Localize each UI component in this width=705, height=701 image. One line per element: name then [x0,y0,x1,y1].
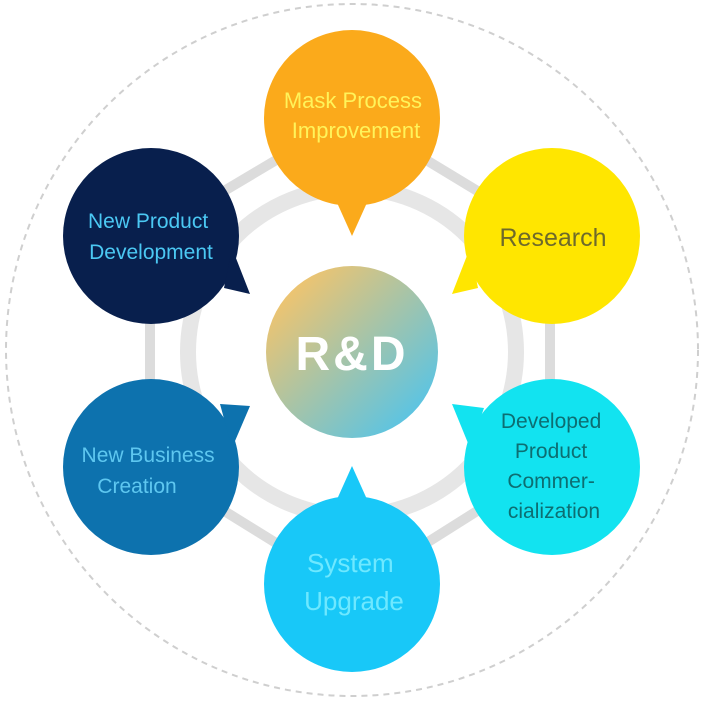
node-new-business-creation: New Business Creation [63,379,250,555]
mask-label-line: Mask Process [284,88,422,113]
business-label-line: Creation [97,475,176,498]
research-bubble-pointer [452,248,478,294]
research-label: Research [500,224,607,252]
system-bubble [264,496,440,672]
newproduct-label-line: New Product [88,210,208,233]
mask-label-line: Improvement [292,118,420,143]
system-bubble-pointer [334,466,370,506]
research-label-line: Research [500,224,607,252]
center-circle [266,266,438,438]
node-new-product-development: New Product Development [63,148,250,324]
newproduct-bubble [63,148,239,324]
business-bubble [63,379,239,555]
developed-bubble-pointer [452,404,484,448]
newproduct-bubble-pointer [224,248,250,294]
center-label: R&D [296,328,409,381]
node-mask-process-improvement: Mask Process Improvement [264,30,440,236]
node-research: Research [452,148,640,324]
developed-label-line: Developed [501,410,601,433]
research-bubble [464,148,640,324]
system-label-line: System [307,548,394,578]
mask-bubble-pointer [334,196,370,236]
business-label: New Business Creation [82,444,221,498]
node-developed-product-commercialization: Developed Product Commer- cialization [452,379,640,555]
newproduct-label-line: Development [89,241,213,264]
developed-label: Developed Product Commer- cialization [501,410,607,523]
business-bubble-pointer [220,404,250,448]
system-label-line: Upgrade [304,586,404,616]
developed-bubble [464,379,640,555]
developed-label-line: cialization [508,500,600,523]
business-label-line: New Business [82,444,215,467]
mask-bubble [264,30,440,206]
outer-dashed-circle [5,3,699,697]
newproduct-label: New Product Development [88,210,214,264]
system-label: System Upgrade [304,548,404,616]
developed-label-line: Product [515,440,588,463]
node-system-upgrade: System Upgrade [264,466,440,672]
mask-label: Mask Process Improvement [284,88,428,143]
developed-label-line: Commer- [507,470,595,493]
